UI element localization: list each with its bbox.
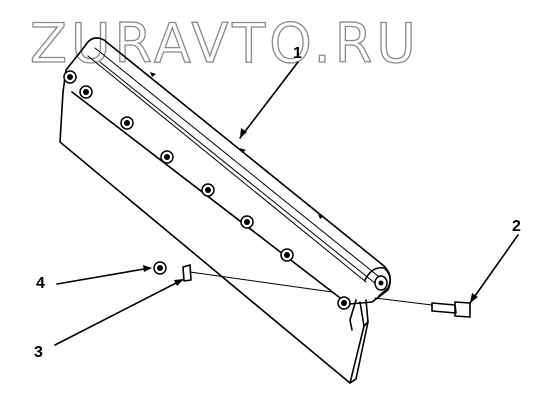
leader-lines [54, 61, 519, 346]
watermark-text: ZURAVTO.RU [30, 12, 420, 75]
nut [79, 85, 93, 99]
nut [160, 150, 174, 164]
nut [63, 70, 77, 84]
callout-3: 3 [34, 344, 43, 361]
callout-4: 4 [36, 275, 45, 292]
callout-2: 2 [512, 218, 521, 235]
callout-1: 1 [293, 45, 302, 62]
mounting-rail [62, 37, 392, 331]
rail-nuts [63, 70, 351, 310]
nut [240, 215, 254, 229]
loose-nut [153, 261, 167, 275]
mud-flap-plate [59, 91, 369, 384]
nut [337, 296, 351, 310]
assembly-line [189, 271, 333, 293]
nut [280, 248, 294, 262]
nut [120, 116, 134, 130]
nut [201, 183, 215, 197]
washer [182, 264, 192, 282]
bolt [374, 297, 471, 318]
